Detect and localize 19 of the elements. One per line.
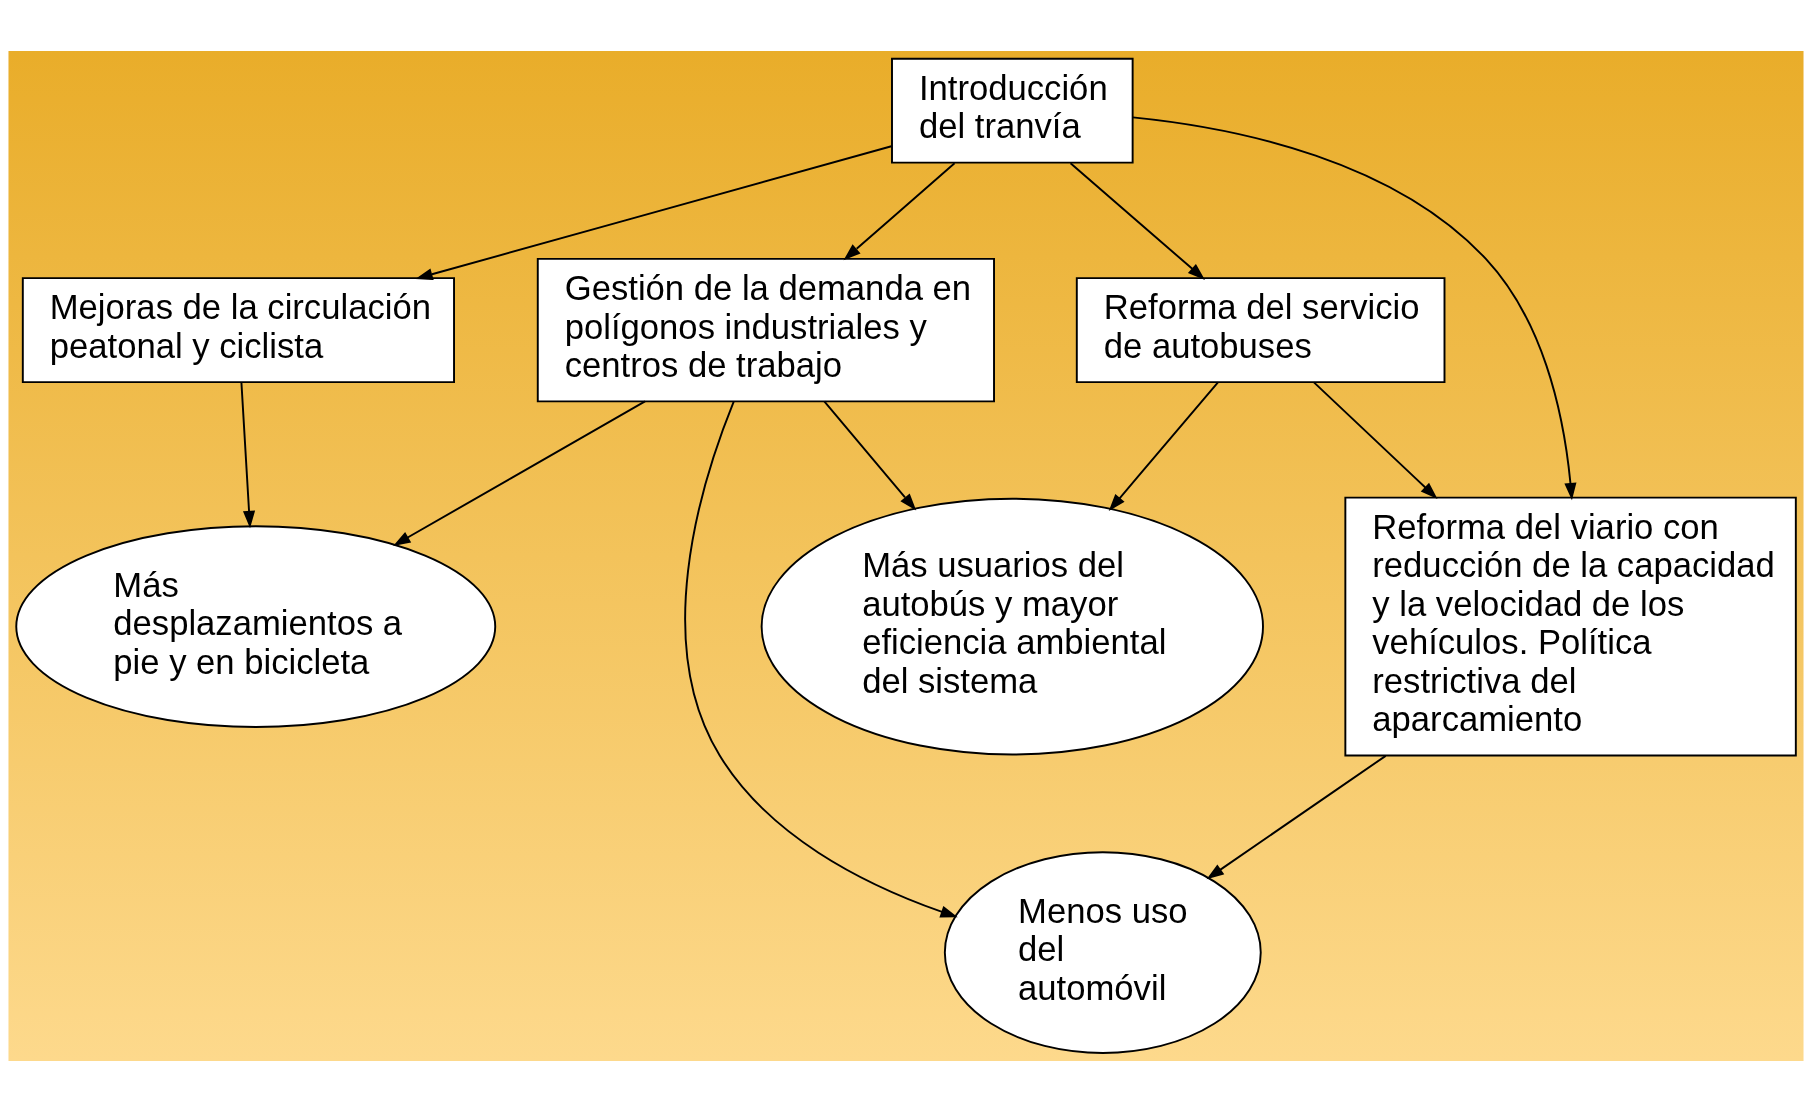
arrow	[1131, 116, 1577, 501]
arrow	[240, 381, 256, 529]
node-ellipse: Más desplazamientos a pie y en bicicleta	[15, 525, 497, 728]
node-box: Mejoras de la circulación peatonal y ciclista	[21, 277, 455, 384]
arrow	[1108, 381, 1219, 512]
node-ellipse: Menos uso del automóvil	[943, 851, 1262, 1054]
node-box: Reforma del viario con reducción de la capacidad y la velocidad de los vehículos. Política restrictiva del aparcamiento	[1344, 496, 1797, 757]
node-box: Introducción del tranvía	[891, 57, 1134, 164]
arrow	[415, 145, 893, 281]
arrow	[1206, 754, 1387, 880]
arrow	[1069, 162, 1205, 280]
arrow	[823, 400, 917, 511]
arrow	[1312, 381, 1438, 500]
node-ellipse: Más usuarios del autobús y mayor eficiencia ambiental del sistema	[760, 497, 1264, 756]
node-box: Reforma del servicio de autobuses	[1075, 277, 1446, 384]
node-box: Gestión de la demanda en polígonos industriales y centros de trabajo	[536, 257, 995, 403]
arrow	[843, 162, 956, 261]
arrow	[393, 400, 646, 546]
arrow	[684, 400, 958, 918]
